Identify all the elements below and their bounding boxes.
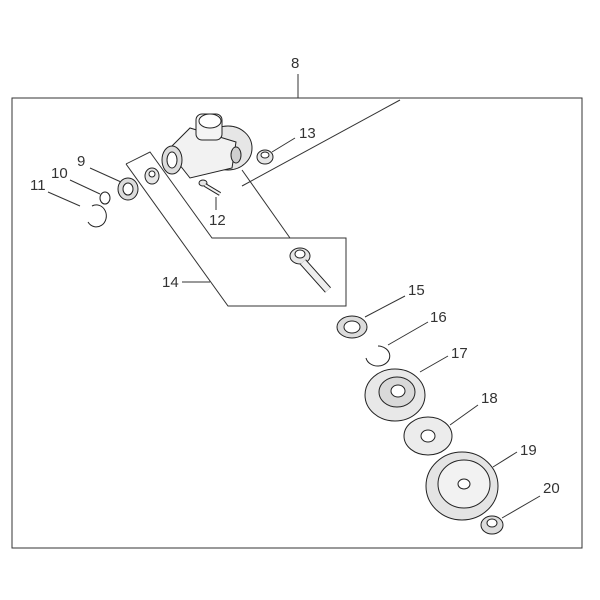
callout-16: 16 <box>430 309 447 326</box>
guide-line-upper <box>241 99 401 187</box>
part-10-washer <box>99 191 111 205</box>
callout-11: 11 <box>30 177 46 194</box>
callout-12: 12 <box>209 212 226 229</box>
part-13-bolt <box>256 149 274 165</box>
part-14-shaft <box>289 247 331 293</box>
part-19-cup <box>425 451 499 521</box>
part-20-nut <box>480 515 504 535</box>
leader-19 <box>492 451 518 468</box>
leader-18 <box>449 404 479 426</box>
callout-20: 20 <box>543 480 560 497</box>
part-18-washer <box>403 416 453 456</box>
leader-9 <box>89 167 122 183</box>
part-17-holder <box>364 368 426 422</box>
part-15-bearing <box>336 315 368 339</box>
part-9-bearing <box>117 177 139 201</box>
part-11-circlip <box>87 204 107 228</box>
leader-17 <box>419 355 449 373</box>
leader-16 <box>387 321 429 346</box>
callout-9: 9 <box>77 153 85 170</box>
gear-head-housing <box>161 113 253 179</box>
leader-15 <box>364 295 406 318</box>
callout-17: 17 <box>451 345 468 362</box>
leader-11 <box>47 191 81 207</box>
assembly-frame <box>11 97 583 549</box>
guide-line-lower <box>241 169 291 239</box>
leader-10 <box>69 179 101 195</box>
callout-19: 19 <box>520 442 537 459</box>
part-14-bushing <box>144 167 160 185</box>
callout-15: 15 <box>408 282 425 299</box>
bracket-14 <box>125 151 347 307</box>
leader-13 <box>271 137 296 153</box>
callout-10: 10 <box>51 165 68 182</box>
part-16-circlip <box>365 345 391 367</box>
callout-13: 13 <box>299 125 316 142</box>
part-12-screw <box>198 179 222 196</box>
callout-8: 8 <box>291 55 299 72</box>
callout-14: 14 <box>162 274 179 291</box>
callout-18: 18 <box>481 390 498 407</box>
leader-20 <box>501 495 541 519</box>
